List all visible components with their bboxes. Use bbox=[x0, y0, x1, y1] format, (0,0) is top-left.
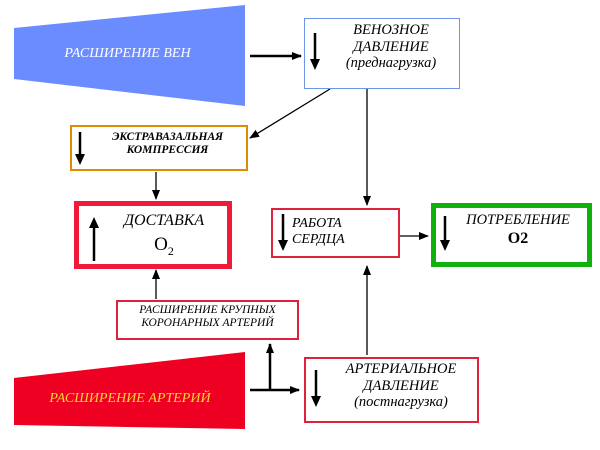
delivery-box bbox=[74, 201, 232, 269]
o2-symbol: O bbox=[154, 234, 168, 256]
arterial-pressure-label: АРТЕРИАЛЬНОЕ ДАВЛЕНИЕ (постнагрузка) bbox=[326, 361, 476, 411]
heart-work-label: РАБОТА СЕРДЦА bbox=[292, 216, 372, 248]
heart-work-box bbox=[271, 208, 400, 258]
consumption-label: ПОТРЕБЛЕНИЕ O2 bbox=[450, 212, 586, 248]
extravascular-compression-box bbox=[70, 125, 248, 171]
arterial-pressure-line2: ДАВЛЕНИЕ bbox=[363, 377, 439, 394]
down-arrow-icon bbox=[310, 33, 320, 70]
venous-pressure-line3: (преднагрузка) bbox=[345, 55, 437, 72]
arteries-banner-label: РАСШИРЕНИЕ АРТЕРИЙ bbox=[49, 391, 211, 406]
o2-subscript: 2 bbox=[167, 244, 174, 259]
up-arrow-icon bbox=[89, 217, 99, 261]
arteries-banner-shape bbox=[14, 352, 245, 429]
delivery-line1: ДОСТАВКА bbox=[123, 212, 205, 229]
consumption-box bbox=[431, 203, 592, 267]
venous-pressure-box bbox=[304, 18, 460, 89]
heart-work-line2: СЕРДЦА bbox=[292, 232, 345, 248]
arterial-pressure-box bbox=[304, 357, 479, 423]
venous-pressure-label: ВЕНОЗНОЕ ДАВЛЕНИЕ (преднагрузка) bbox=[326, 22, 456, 72]
consumption-formula: O2 bbox=[507, 229, 529, 247]
consumption-line1: ПОТРЕБЛЕНИЕ bbox=[466, 212, 570, 228]
down-arrow-icon bbox=[311, 370, 321, 407]
down-arrow-icon bbox=[440, 216, 450, 251]
coronary-line1: РАСШИРЕНИЕ КРУПНЫХ bbox=[139, 304, 276, 316]
arterial-pressure-line3: (постнагрузка) bbox=[354, 394, 448, 411]
veins-banner-label: РАСШИРЕНИЕ ВЕН bbox=[64, 46, 191, 61]
veins-banner-shape bbox=[14, 5, 245, 106]
down-arrow-icon bbox=[75, 132, 85, 165]
arterial-pressure-line1: АРТЕРИАЛЬНОЕ bbox=[345, 361, 457, 377]
venous-pressure-line2: ДАВЛЕНИЕ bbox=[353, 38, 429, 55]
arrow-venous-to-extravascular bbox=[249, 88, 331, 139]
delivery-formula: O2 bbox=[104, 234, 224, 259]
extravascular-compression-label: ЭКСТРАВАЗАЛЬНАЯ КОМПРЕССИЯ bbox=[90, 131, 245, 157]
coronary-dilation-label: РАСШИРЕНИЕ КРУПНЫХ КОРОНАРНЫХ АРТЕРИЙ bbox=[118, 304, 297, 330]
extravascular-line2: КОМПРЕССИЯ bbox=[126, 144, 209, 157]
down-arrow-icon bbox=[278, 214, 288, 251]
delivery-label: ДОСТАВКА O2 bbox=[104, 212, 224, 259]
extravascular-line1: ЭКСТРАВАЗАЛЬНАЯ bbox=[111, 131, 224, 143]
venous-pressure-line1: ВЕНОЗНОЕ bbox=[353, 22, 429, 38]
heart-work-line1: РАБОТА bbox=[292, 216, 342, 231]
coronary-line2: КОРОНАРНЫХ АРТЕРИЙ bbox=[141, 317, 274, 330]
coronary-dilation-box bbox=[116, 300, 299, 340]
